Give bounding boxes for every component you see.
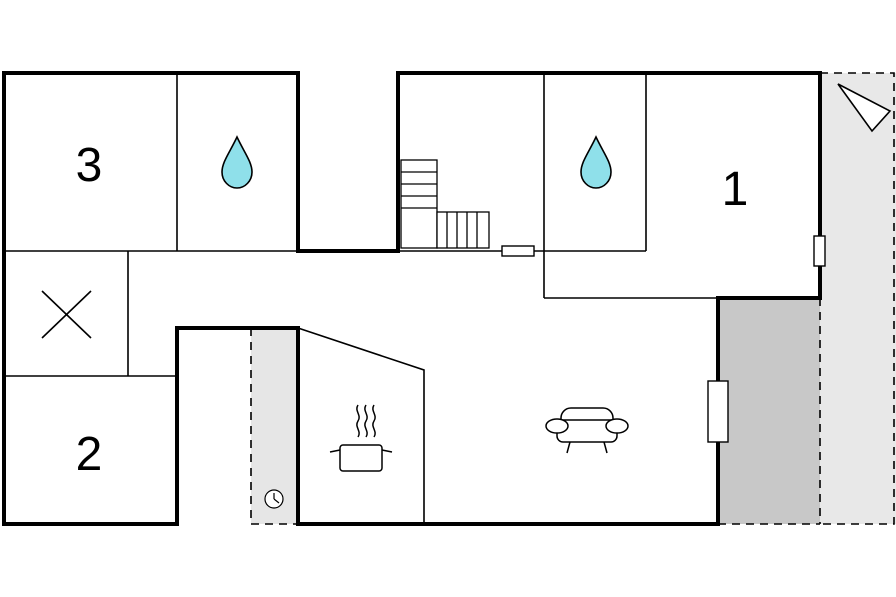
cross-icon	[41, 290, 92, 339]
cooking-pot-icon	[329, 404, 393, 472]
outdoor-terrace	[820, 72, 896, 525]
sofa-icon	[545, 407, 629, 454]
stairs-icon	[400, 159, 490, 249]
water-drop-icon	[221, 135, 253, 189]
room-label-3: 3	[76, 139, 103, 192]
water-drop-icon	[580, 135, 612, 189]
room-label-1: 1	[722, 163, 749, 216]
covered-terrace	[718, 298, 821, 525]
room-label-2: 2	[76, 428, 103, 481]
north-arrow-icon	[837, 83, 892, 133]
clock-icon	[264, 489, 284, 509]
window-markers	[501, 235, 826, 443]
